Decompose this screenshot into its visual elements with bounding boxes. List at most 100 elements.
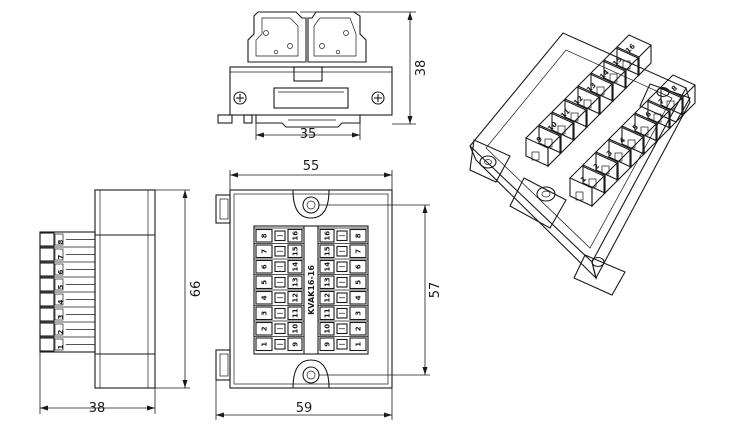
front-terminal-label: 5 — [355, 280, 363, 285]
front-terminal-label: 16 — [292, 231, 300, 241]
top-view: 38 35 — [217, 11, 429, 142]
side-terminal-label: 6 — [57, 269, 65, 274]
front-terminal-clamp — [255, 321, 273, 336]
front-terminal-clamp — [255, 275, 273, 290]
front-terminal-label: 10 — [324, 324, 332, 334]
side-terminal-clamp — [39, 262, 55, 277]
side-terminal-clamp — [39, 232, 55, 247]
front-terminal-number-cell — [287, 228, 303, 243]
iso-terminal-side — [547, 136, 561, 168]
iso-terminal-side — [669, 98, 683, 130]
iso-terminal-opening — [622, 60, 631, 70]
front-terminal-label: 13 — [292, 277, 300, 287]
side-terminal-screw — [54, 308, 64, 321]
iso-terminal-label: 1 — [579, 175, 588, 184]
front-terminal-label: 10 — [292, 324, 300, 334]
side-terminal-clamp — [39, 337, 55, 352]
iso-terminal-side — [573, 110, 587, 142]
iso-terminal-front — [616, 47, 640, 76]
front-terminal-clamp — [349, 228, 367, 243]
front-terminal-screw — [274, 323, 286, 335]
side-terminal-label: 8 — [57, 239, 65, 244]
front-terminal-clamp — [255, 337, 273, 352]
iso-terminal-front — [564, 99, 588, 128]
iso-terminal-front — [660, 87, 684, 116]
iso-terminal-front — [608, 139, 632, 168]
front-terminal-label: 6 — [261, 264, 269, 269]
front-terminal-label: 9 — [292, 342, 300, 347]
iso-terminal-front — [551, 112, 575, 141]
front-terminal-label: 5 — [261, 280, 269, 285]
front-terminal-screw — [336, 292, 348, 304]
side-terminal-screw — [54, 323, 64, 336]
front-terminal-screw — [336, 261, 348, 273]
front-terminal-label: 1 — [355, 342, 363, 347]
front-terminal-label: 3 — [355, 311, 363, 316]
iso-terminal-side — [643, 124, 657, 156]
front-terminal-number-cell — [319, 244, 335, 259]
front-terminal-label: 7 — [355, 249, 363, 254]
side-terminal-screw — [54, 233, 64, 246]
side-terminal-label: 5 — [57, 284, 65, 289]
side-terminal-label: 7 — [57, 254, 65, 259]
front-terminal-clamp — [349, 259, 367, 274]
side-terminal-screw — [54, 278, 64, 291]
front-dim-top: 55 — [303, 159, 320, 174]
front-terminal-screw — [336, 276, 348, 288]
iso-terminal-opening — [570, 112, 579, 122]
iso-terminal-opening — [544, 138, 553, 148]
front-terminal-number-cell — [287, 321, 303, 336]
iso-terminal-side — [560, 123, 574, 155]
side-terminal-label: 4 — [57, 299, 65, 304]
front-terminal-number-cell — [287, 290, 303, 305]
side-dim-width: 38 — [89, 401, 106, 416]
front-terminal-label: 7 — [261, 249, 269, 254]
front-terminal-screw — [336, 323, 348, 335]
iso-terminal-label: 4 — [618, 136, 627, 145]
iso-terminal-label: 2 — [592, 162, 601, 171]
front-terminal-number-cell — [287, 259, 303, 274]
iso-terminal-side — [612, 71, 626, 103]
front-terminal-label: 15 — [292, 246, 300, 256]
front-terminal-screw — [274, 230, 286, 242]
front-terminal-label: 2 — [355, 326, 363, 331]
side-terminal-screw — [54, 263, 64, 276]
iso-terminal-front — [621, 126, 645, 155]
front-terminal-clamp — [255, 306, 273, 321]
side-terminal-label: 1 — [57, 344, 65, 349]
front-terminal-clamp — [255, 259, 273, 274]
front-terminal-label: 16 — [324, 231, 332, 241]
front-terminal-clamp — [255, 228, 273, 243]
iso-terminal-opening — [601, 165, 610, 175]
side-terminal-label: 3 — [57, 314, 65, 319]
front-terminal-screw — [336, 338, 348, 350]
iso-terminal-opening — [583, 99, 592, 109]
front-terminal-number-cell — [319, 275, 335, 290]
iso-terminal-side — [586, 97, 600, 129]
front-terminal-label: 8 — [355, 233, 363, 238]
iso-terminal-label: 6 — [644, 110, 653, 119]
iso-terminal-front — [582, 165, 606, 194]
iso-terminal-front — [647, 100, 671, 129]
iso-terminal-side — [638, 45, 652, 77]
iso-terminal-front — [525, 138, 549, 167]
front-terminal-screw — [274, 245, 286, 257]
side-terminal-label: 2 — [57, 329, 65, 334]
front-terminal-number-cell — [319, 321, 335, 336]
front-terminal-screw — [336, 245, 348, 257]
iso-terminal-opening — [596, 86, 605, 96]
side-terminal-clamp — [39, 247, 55, 262]
front-terminal-number-cell — [319, 306, 335, 321]
iso-terminal-opening — [653, 113, 662, 123]
front-terminal-clamp — [349, 337, 367, 352]
iso-terminal-opening — [640, 126, 649, 136]
iso-terminal-side — [599, 84, 613, 116]
front-terminal-screw — [336, 230, 348, 242]
front-terminal-label: 2 — [261, 326, 269, 331]
iso-terminal-front — [595, 152, 619, 181]
front-terminal-label: 4 — [261, 295, 269, 300]
top-dim-rail: 35 — [300, 127, 317, 142]
